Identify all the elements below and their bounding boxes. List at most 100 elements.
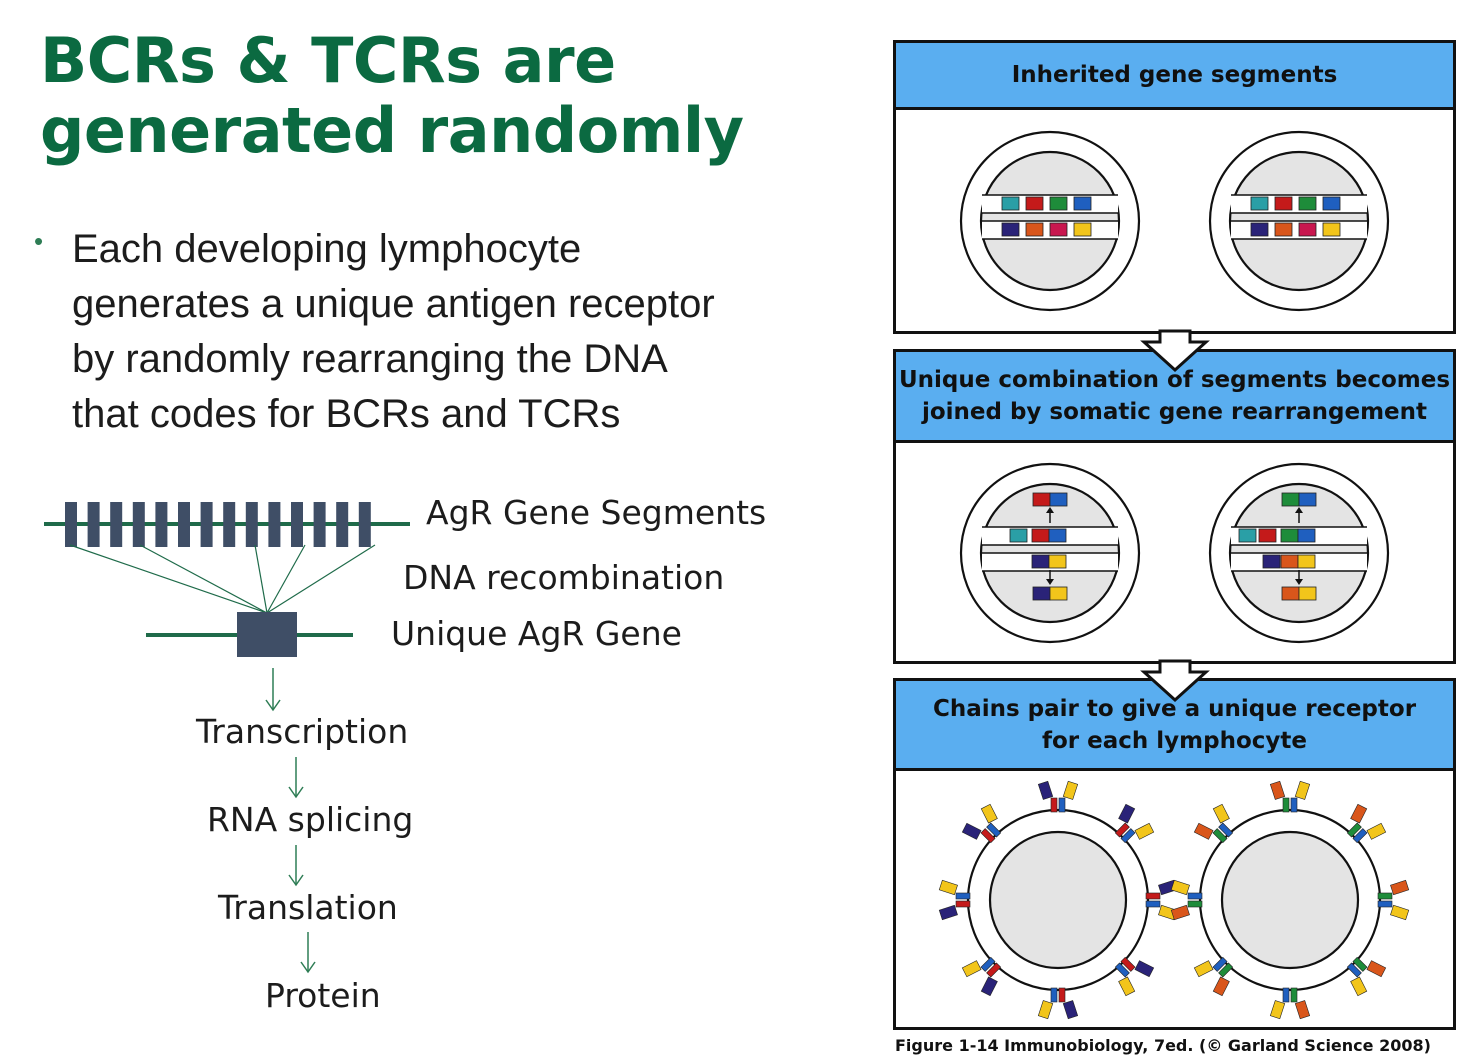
receptor	[961, 956, 1002, 997]
receptor-cell-1	[938, 780, 1178, 1020]
receptor-heavy-chain	[1346, 962, 1362, 978]
recombination-line	[266, 544, 306, 614]
gene-segment-block	[1298, 492, 1317, 507]
unique-gene-strand	[146, 612, 353, 657]
receptor-light-chain	[1118, 803, 1136, 824]
cell-nucleus	[1220, 830, 1360, 970]
receptor-heavy-chain	[1212, 956, 1228, 972]
gene-segment-block	[1073, 196, 1092, 211]
gene-segment-bar	[110, 502, 123, 547]
rearrangement-arrowhead	[1295, 507, 1303, 513]
arrow-to-transcription	[265, 668, 281, 712]
recombination-line	[266, 544, 376, 614]
receptor-light-chain	[1212, 803, 1230, 824]
gene-segment-block	[1025, 222, 1044, 237]
rearrangement-arrowhead	[1046, 507, 1054, 513]
receptor-heavy-chain	[1120, 828, 1136, 844]
receptor	[1193, 956, 1234, 997]
receptor-light-chain	[938, 904, 958, 921]
receptor-heavy-chain	[1187, 892, 1203, 900]
receptor-light-chain	[1037, 780, 1054, 800]
bullet-marker: •	[34, 226, 44, 256]
gene-segment-block	[1280, 528, 1299, 543]
gene-segment-bar	[155, 502, 168, 547]
receptor-light-chain	[1269, 1000, 1286, 1020]
gene-segment-block	[1073, 222, 1092, 237]
gene-segment-block	[1258, 528, 1277, 543]
bullet-line-2: generates a unique antigen receptor	[72, 282, 715, 326]
step-rna-splicing: RNA splicing	[207, 800, 414, 839]
receptor	[1037, 780, 1079, 813]
gene-segment-block	[1280, 554, 1299, 569]
receptor-light-chain	[1193, 960, 1214, 978]
inherited-cell-1	[959, 130, 1141, 312]
gene-segment-block	[1297, 554, 1316, 569]
step-transcription: Transcription	[196, 712, 409, 751]
gene-segment-bar	[223, 502, 236, 547]
gene-segment-block	[1297, 528, 1316, 543]
arrow-to-translation	[288, 845, 304, 887]
receptor-light-chain	[1294, 1000, 1311, 1020]
receptor	[961, 803, 1002, 844]
slide-title-line-2: generated randomly	[40, 94, 744, 167]
bullet-line-4: that codes for BCRs and TCRs	[72, 392, 621, 436]
gene-segment-block	[1238, 528, 1257, 543]
gene-segment-bar	[291, 502, 303, 547]
receptor-light-chain	[1366, 960, 1387, 978]
receptor-light-chain	[1134, 960, 1155, 978]
figure-caption: Figure 1-14 Immunobiology, 7ed. (© Garla…	[895, 1036, 1431, 1055]
down-arrow-1	[1140, 329, 1210, 373]
receptor-heavy-chain	[986, 822, 1002, 838]
gene-segments	[65, 502, 371, 547]
receptor-light-chain	[1193, 822, 1214, 840]
receptor	[1114, 956, 1155, 997]
gene-segment-block	[1048, 528, 1067, 543]
receptor	[1037, 987, 1079, 1020]
flow-arrows	[265, 668, 316, 974]
rearrangement-arrowhead	[1046, 579, 1054, 585]
gene-segment-block	[1009, 528, 1028, 543]
receptor-light-chain	[980, 976, 998, 997]
unique-gene-label: Unique AgR Gene	[391, 614, 682, 653]
gene-segment-block	[1298, 196, 1317, 211]
receptor-light-chain	[1269, 780, 1286, 800]
receptor-heavy-chain	[1114, 962, 1130, 978]
receptor-heavy-chain	[980, 956, 996, 972]
gene-segment-block	[1322, 222, 1341, 237]
down-arrow-2	[1140, 659, 1210, 703]
gene-segment-block	[1032, 586, 1051, 601]
gene-segment-block	[1031, 554, 1050, 569]
rearranged-cell-1	[959, 462, 1141, 644]
gene-segment-block	[1048, 554, 1067, 569]
receptor-heavy-chain	[1120, 956, 1136, 972]
receptor-heavy-chain	[1282, 987, 1290, 1003]
unique-gene-block	[237, 612, 297, 657]
panel-heading-receptors: Chains pair to give a unique receptor fo…	[893, 678, 1456, 771]
receptor-light-chain	[1350, 803, 1368, 824]
receptor-light-chain	[938, 879, 958, 896]
receptor-heavy-chain	[1218, 822, 1234, 838]
rearrangement-arrowhead	[1295, 579, 1303, 585]
receptor-heavy-chain	[1290, 797, 1298, 813]
receptor	[1269, 987, 1311, 1020]
receptor-light-chain	[1062, 1000, 1079, 1020]
heading-receptors-line-2: for each lymphocyte	[1042, 727, 1307, 754]
inherited-cell-2	[1208, 130, 1390, 312]
gene-segment-block	[1049, 222, 1068, 237]
receptor-light-chain	[1170, 904, 1190, 921]
receptor-cell-2	[1170, 780, 1410, 1020]
gene-flow-diagram	[44, 502, 410, 974]
recombination-line	[69, 544, 268, 614]
gene-segment-block	[1298, 586, 1317, 601]
gene-segment-block	[1031, 528, 1050, 543]
receptor	[1114, 803, 1155, 844]
receptor-light-chain	[1134, 822, 1155, 840]
gene-segment-block	[1001, 196, 1020, 211]
receptor-light-chain	[1294, 780, 1311, 800]
receptor	[1377, 879, 1410, 921]
bullet-text: Each developing lymphocyte generates a u…	[72, 222, 832, 442]
receptor-light-chain	[1350, 976, 1368, 997]
gene-segment-bar	[336, 502, 349, 547]
recombination-lines	[69, 544, 376, 614]
